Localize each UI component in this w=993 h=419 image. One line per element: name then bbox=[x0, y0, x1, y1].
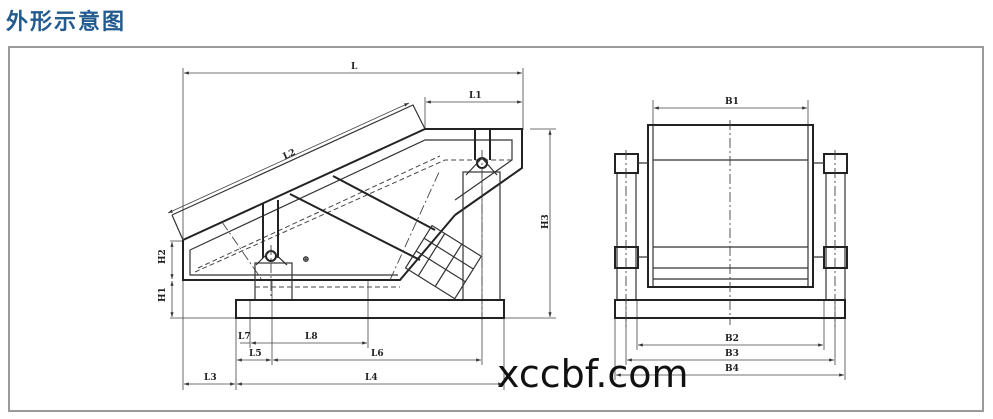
section-title: 外形示意图 bbox=[6, 10, 127, 35]
dim-H3: H3 bbox=[541, 214, 551, 229]
vibration-motor bbox=[404, 224, 483, 300]
dim-L: L bbox=[351, 62, 358, 72]
dim-L1: L1 bbox=[469, 91, 482, 101]
base-frame bbox=[235, 299, 505, 319]
dim-L4: L4 bbox=[365, 373, 378, 383]
dim-L5: L5 bbox=[249, 349, 262, 359]
dim-L2: L2 bbox=[282, 148, 298, 162]
dim-B2: B2 bbox=[725, 334, 739, 344]
screen-box bbox=[182, 128, 523, 281]
dim-L7: L7 bbox=[238, 332, 251, 342]
side-view: ⊕ L L1 L2 H3 H2 H1 L7 L8 L5 L6 L3 L4 bbox=[158, 62, 556, 390]
dim-B3: B3 bbox=[725, 349, 739, 359]
dim-B1: B1 bbox=[725, 97, 739, 107]
dim-L8: L8 bbox=[305, 332, 318, 342]
dim-H2: H2 bbox=[158, 249, 168, 264]
dim-B4: B4 bbox=[725, 364, 739, 374]
center-of-gravity-icon: ⊕ bbox=[302, 255, 310, 265]
drawing-frame bbox=[8, 46, 984, 412]
watermark: xccbf.com bbox=[497, 352, 689, 396]
left-support bbox=[254, 262, 293, 301]
front-view: B1 B2 B3 B4 bbox=[614, 97, 848, 380]
screen-body bbox=[647, 124, 814, 288]
dim-L6: L6 bbox=[371, 349, 384, 359]
dim-H1: H1 bbox=[158, 287, 168, 302]
dim-L3: L3 bbox=[204, 373, 217, 383]
